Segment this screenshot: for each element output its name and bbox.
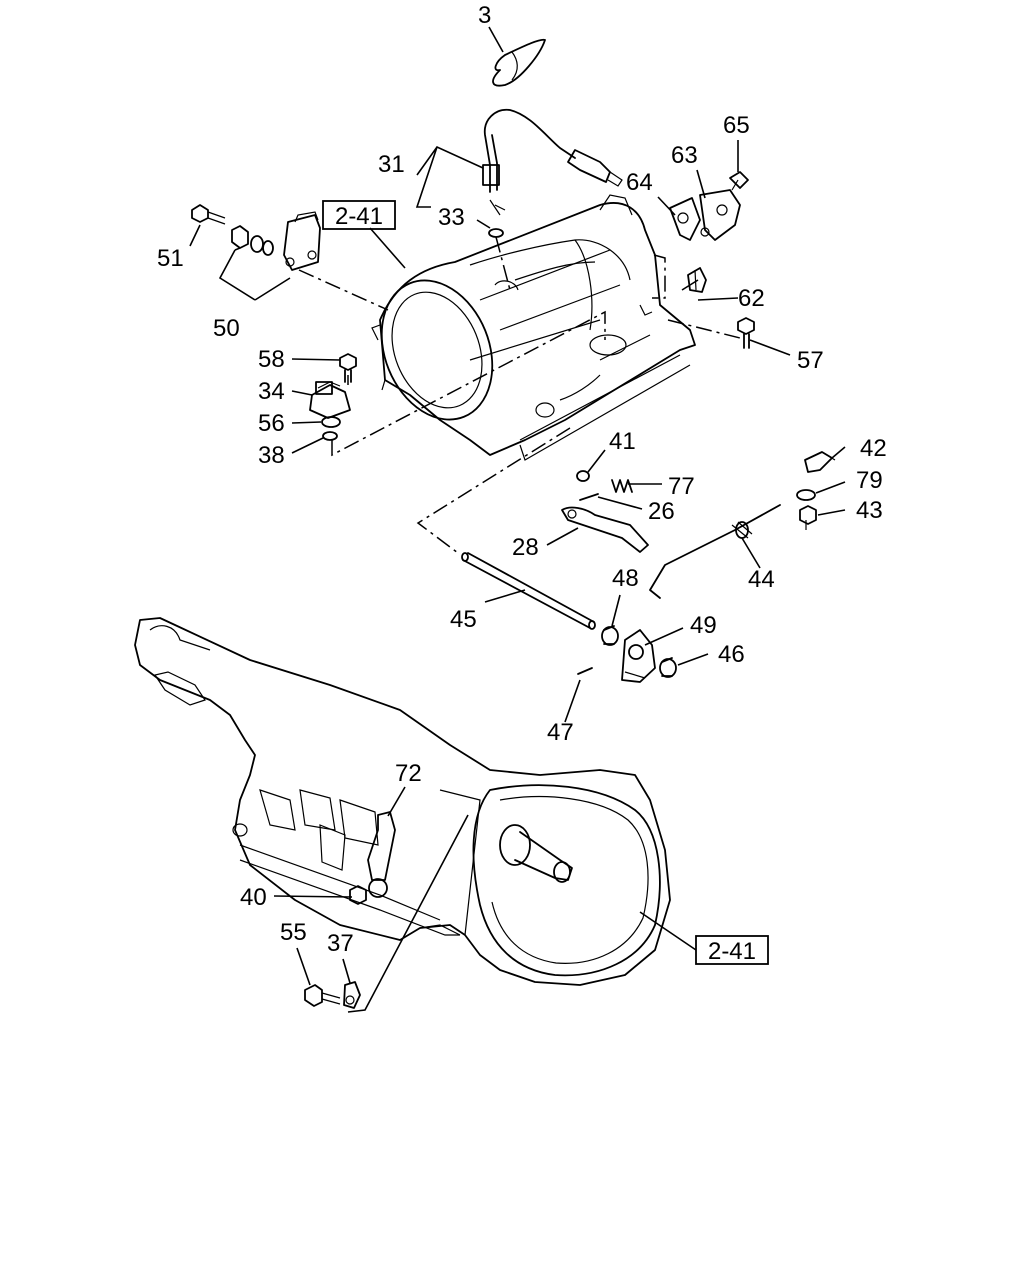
leader-lines bbox=[189, 26, 846, 1013]
label-50: 50 bbox=[213, 315, 240, 342]
label-62: 62 bbox=[738, 285, 765, 312]
shaft-45 bbox=[461, 552, 596, 630]
label-77: 77 bbox=[668, 473, 695, 500]
ref-label-upper: 2-41 bbox=[335, 203, 383, 230]
pin-47 bbox=[577, 667, 593, 675]
nut-40 bbox=[349, 885, 367, 905]
clip-42 bbox=[804, 451, 836, 473]
washer-79 bbox=[796, 489, 816, 501]
o-ring-38 bbox=[322, 431, 338, 441]
label-47: 47 bbox=[547, 719, 574, 746]
bushing-46 bbox=[659, 657, 677, 678]
phantom-lines bbox=[298, 236, 741, 554]
bolt-51 bbox=[191, 204, 226, 225]
o-ring-33 bbox=[488, 228, 504, 238]
upper-transmission-case bbox=[371, 194, 696, 461]
label-63: 63 bbox=[671, 142, 698, 169]
bolt-57 bbox=[737, 317, 755, 349]
ref-box-lower: 2-41 bbox=[695, 935, 769, 965]
label-42: 42 bbox=[860, 435, 887, 462]
label-65: 65 bbox=[723, 112, 750, 139]
label-43: 43 bbox=[856, 497, 883, 524]
clip-62 bbox=[687, 267, 707, 293]
lever-28 bbox=[561, 506, 649, 553]
clip-41 bbox=[576, 470, 590, 482]
label-55: 55 bbox=[280, 919, 307, 946]
ref-box-upper: 2-41 bbox=[322, 200, 396, 230]
bracket-63-64 bbox=[669, 189, 741, 241]
part-labels: 3 31 33 65 63 64 51 50 62 57 58 34 56 38… bbox=[157, 2, 887, 957]
neutral-switch bbox=[283, 211, 321, 271]
ref-label-lower: 2-41 bbox=[708, 938, 756, 965]
label-3: 3 bbox=[478, 2, 491, 29]
bolt-55 bbox=[304, 984, 341, 1007]
label-41: 41 bbox=[609, 428, 636, 455]
spring-77 bbox=[611, 479, 633, 493]
clip-37 bbox=[343, 981, 361, 1009]
label-58: 58 bbox=[258, 346, 285, 373]
label-40: 40 bbox=[240, 884, 267, 911]
label-64: 64 bbox=[626, 169, 653, 196]
lower-transmission-case bbox=[134, 617, 671, 986]
label-57: 57 bbox=[797, 347, 824, 374]
bolt-58 bbox=[339, 353, 357, 383]
tie-strap-3 bbox=[492, 38, 546, 87]
nut-43 bbox=[799, 505, 817, 530]
label-51: 51 bbox=[157, 245, 184, 272]
label-79: 79 bbox=[856, 467, 883, 494]
bushing-48 bbox=[601, 625, 619, 646]
speedometer-cable-31 bbox=[482, 108, 623, 216]
label-34: 34 bbox=[258, 378, 285, 405]
label-33: 33 bbox=[438, 204, 465, 231]
label-49: 49 bbox=[690, 612, 717, 639]
nut-washer-50 bbox=[231, 225, 274, 256]
label-46: 46 bbox=[718, 641, 745, 668]
label-48: 48 bbox=[612, 565, 639, 592]
label-45: 45 bbox=[450, 606, 477, 633]
bracket-72 bbox=[367, 811, 396, 898]
label-26: 26 bbox=[648, 498, 675, 525]
label-28: 28 bbox=[512, 534, 539, 561]
sensor-34 bbox=[309, 381, 351, 419]
o-ring-56 bbox=[321, 416, 341, 428]
label-31: 31 bbox=[378, 151, 405, 178]
label-44: 44 bbox=[748, 566, 775, 593]
pin-26 bbox=[579, 493, 599, 501]
label-56: 56 bbox=[258, 410, 285, 437]
label-38: 38 bbox=[258, 442, 285, 469]
label-37: 37 bbox=[327, 930, 354, 957]
label-72: 72 bbox=[395, 760, 422, 787]
bolt-65 bbox=[729, 171, 749, 191]
detent-lever-49 bbox=[621, 629, 656, 683]
